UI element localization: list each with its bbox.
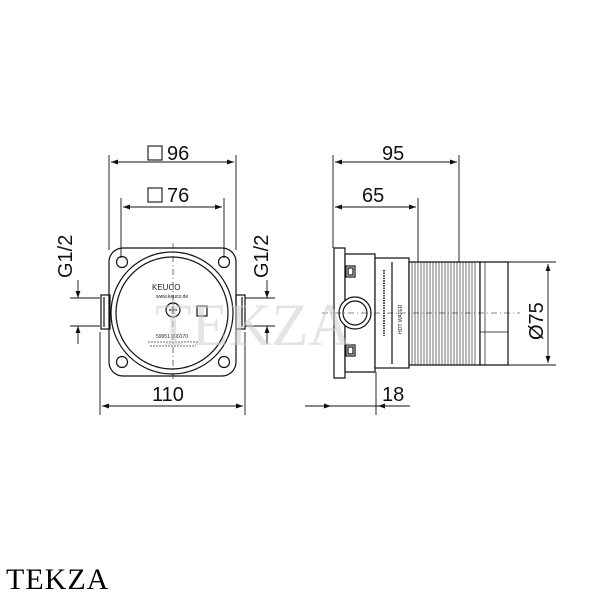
- dim-thread-right-label: G1/2: [251, 235, 273, 278]
- dim-110-label: 110: [152, 384, 184, 406]
- watermark-text: TEKZA: [155, 292, 352, 358]
- front-view: [100, 243, 246, 382]
- dim-18-label: 18: [382, 384, 404, 406]
- label-square: [196, 305, 208, 317]
- side-front-cylinder: [479, 261, 509, 366]
- thread-ridges: [411, 262, 476, 365]
- body-url-label: www.keuco.de: [156, 294, 188, 300]
- body-brand-label: KEUCO: [152, 283, 180, 292]
- body-part-number: 59951 000170: [156, 334, 188, 340]
- dim-thread-left-label: G1/2: [55, 235, 77, 278]
- side-thread-section: [408, 261, 481, 366]
- dim-76-label: 76: [167, 185, 189, 207]
- left-port-nub: [100, 294, 111, 330]
- body-inner-circle: [115, 256, 229, 370]
- mount-hole-bottom-right: [217, 355, 231, 369]
- square-symbol-96: [147, 145, 163, 161]
- mount-hole-top-left: [115, 255, 129, 269]
- dim-diameter-75-label: Ø75: [526, 302, 548, 340]
- dim-96-label: 96: [167, 143, 189, 165]
- square-symbol-76: [147, 187, 163, 203]
- mount-hole-bottom-left: [115, 355, 129, 369]
- front-dimensions: [70, 155, 275, 415]
- side-dimensions: [305, 155, 556, 415]
- dim-95-label: 95: [382, 143, 404, 165]
- right-port-nub: [235, 294, 246, 330]
- footer-brand-logo: TEKZA: [6, 563, 110, 596]
- side-hot-water-label: HOT WATER: [398, 304, 404, 334]
- dim-65-label: 65: [362, 185, 384, 207]
- body-outer-circle: [110, 251, 234, 375]
